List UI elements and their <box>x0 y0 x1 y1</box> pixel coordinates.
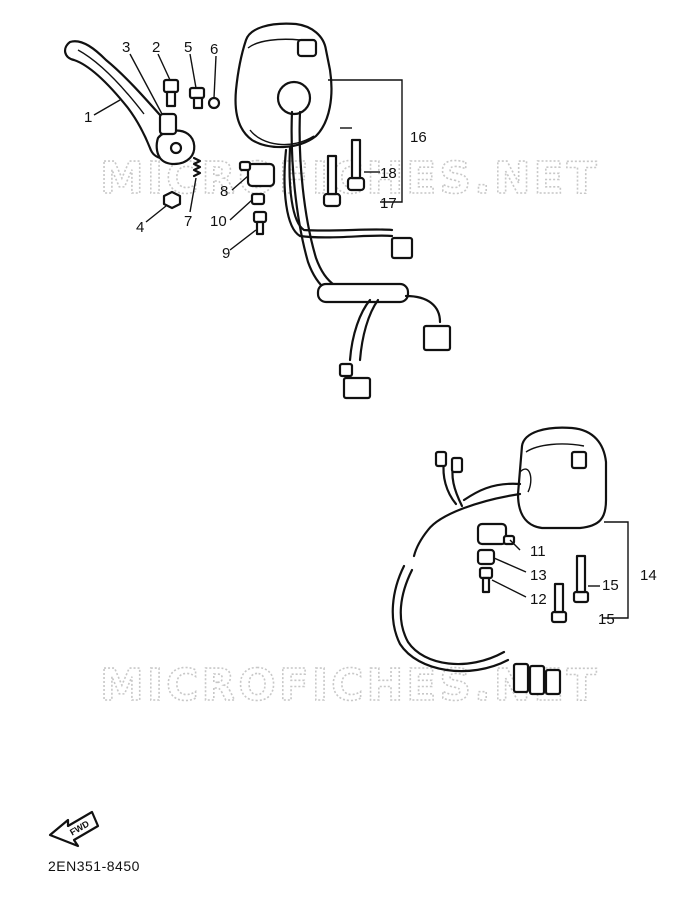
connector-upper-left <box>434 450 448 468</box>
clutch-switch <box>238 160 276 188</box>
callout-2: 2 <box>152 39 160 56</box>
callout-16: 16 <box>410 129 427 146</box>
diagram-reference-code: 2EN351-8450 <box>48 858 140 874</box>
callout-14: 14 <box>640 567 657 584</box>
callout-5: 5 <box>184 39 192 56</box>
callout-6: 6 <box>210 41 218 58</box>
callout-17: 17 <box>380 195 397 212</box>
left-handlebar-switch-assembly <box>64 22 452 400</box>
callout-13: 13 <box>530 567 547 584</box>
callout-10: 10 <box>210 213 227 230</box>
callout-7: 7 <box>184 213 192 230</box>
adjust-screw <box>188 86 206 110</box>
callout-12: 12 <box>530 591 547 608</box>
callout-11: 11 <box>530 543 546 560</box>
switch-screw <box>252 210 268 236</box>
brake-switch-collar <box>476 548 496 566</box>
callout-15-lower: 15 <box>598 611 615 628</box>
lever-holder <box>155 129 196 166</box>
lock-nut <box>162 190 182 210</box>
callouts: 1 2 3 4 5 6 7 8 9 10 11 12 13 14 15 15 1… <box>84 39 657 628</box>
connector-upper-right <box>450 456 464 474</box>
connector-bottom <box>342 376 372 400</box>
leader-lines <box>93 53 629 619</box>
front-direction-arrow: FWD <box>48 810 100 848</box>
pivot-bolt <box>162 78 180 108</box>
spring <box>192 156 202 178</box>
callout-1: 1 <box>84 109 92 126</box>
callout-3: 3 <box>122 39 130 56</box>
callout-18: 18 <box>380 165 397 182</box>
housing-screw-lower <box>550 582 568 624</box>
callout-8: 8 <box>220 183 228 200</box>
connector-small <box>390 236 414 260</box>
housing-screw-upper <box>572 554 590 604</box>
callout-4: 4 <box>136 219 144 236</box>
collar <box>158 112 178 136</box>
housing-screw-short <box>322 154 342 208</box>
brake-switch-screw <box>478 566 494 594</box>
switch-collar <box>250 192 266 206</box>
connector-cluster <box>512 662 562 696</box>
adjust-nut <box>207 96 221 110</box>
callout-9: 9 <box>222 245 230 262</box>
right-handlebar-switch-assembly <box>391 426 608 696</box>
front-brake-switch <box>476 522 516 546</box>
callout-15-upper: 15 <box>602 577 619 594</box>
connector-right <box>422 324 452 352</box>
housing-screw-long <box>346 138 366 192</box>
